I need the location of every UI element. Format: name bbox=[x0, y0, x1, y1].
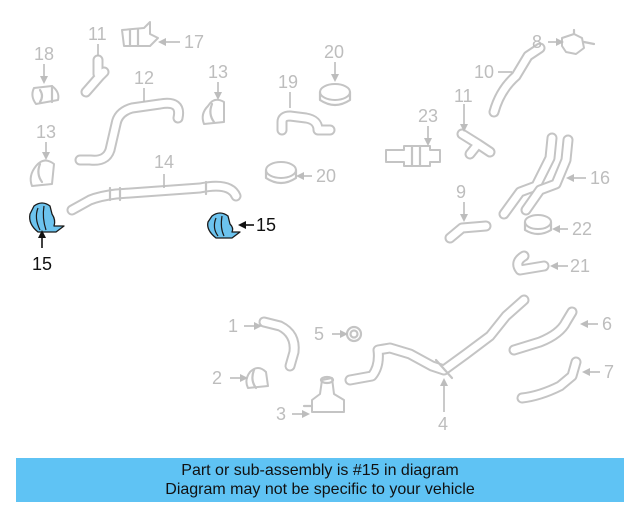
callout-18: 18 bbox=[34, 44, 54, 84]
callout-label: 4 bbox=[438, 414, 448, 434]
callout-2: 2 bbox=[212, 368, 248, 388]
callout-label: 12 bbox=[134, 68, 154, 88]
part-13-clamp-left[interactable] bbox=[29, 159, 55, 187]
part-16-pipes[interactable] bbox=[498, 132, 574, 220]
callout-label: 6 bbox=[602, 314, 612, 334]
callout-label: 17 bbox=[184, 32, 204, 52]
callout-10: 10 bbox=[474, 62, 512, 82]
part-2-clamp[interactable] bbox=[245, 367, 269, 390]
banner-line-1: Part or sub-assembly is #15 in diagram bbox=[181, 462, 459, 479]
callout-label: 13 bbox=[36, 122, 56, 142]
part-18-fitting[interactable] bbox=[31, 84, 60, 105]
callout-21: 21 bbox=[550, 256, 590, 276]
callout-11-left: 11 bbox=[88, 24, 107, 56]
callout-label: 16 bbox=[590, 168, 610, 188]
callout-7: 7 bbox=[582, 362, 614, 382]
callout-label: 10 bbox=[474, 62, 494, 82]
part-13-clamp-upper[interactable] bbox=[201, 98, 225, 125]
callout-label: 9 bbox=[456, 182, 466, 202]
callout-label: 7 bbox=[604, 362, 614, 382]
callout-label: 22 bbox=[572, 219, 592, 239]
callout-13-upper: 13 bbox=[208, 62, 228, 100]
callout-23: 23 bbox=[418, 106, 438, 146]
callout-label: 14 bbox=[154, 152, 174, 172]
callout-label: 19 bbox=[278, 72, 298, 92]
callout-11-right: 11 bbox=[454, 86, 473, 132]
callout-16: 16 bbox=[566, 168, 610, 188]
callout-label: 11 bbox=[88, 24, 107, 44]
part-19-hose[interactable] bbox=[276, 110, 336, 136]
part-6-hose[interactable] bbox=[508, 306, 578, 356]
part-15-clamp-mid[interactable] bbox=[207, 212, 241, 239]
callout-label: 20 bbox=[316, 166, 336, 186]
part-4-pipe-assembly[interactable] bbox=[344, 294, 530, 386]
part-21-hose[interactable] bbox=[512, 250, 550, 276]
callout-1: 1 bbox=[228, 316, 262, 336]
callout-4: 4 bbox=[438, 378, 448, 434]
part-11-tee[interactable] bbox=[80, 54, 110, 98]
info-banner: Part or sub-assembly is #15 in diagram D… bbox=[16, 458, 624, 502]
part-15-clamp-left[interactable] bbox=[29, 202, 65, 233]
callout-label: 23 bbox=[418, 106, 438, 126]
callout-5: 5 bbox=[314, 324, 348, 344]
part-20-clamp-lower[interactable] bbox=[264, 161, 298, 185]
part-23-valve[interactable] bbox=[385, 144, 441, 168]
callout-14: 14 bbox=[154, 152, 174, 188]
part-11-tee-right[interactable] bbox=[456, 128, 496, 160]
callout-label: 15 bbox=[32, 254, 52, 274]
part-8-valve[interactable] bbox=[561, 28, 596, 55]
callout-3: 3 bbox=[276, 404, 310, 424]
part-17-connector[interactable] bbox=[121, 21, 159, 48]
part-1-hose[interactable] bbox=[258, 316, 300, 372]
part-10-hose[interactable] bbox=[488, 42, 546, 118]
callout-label: 18 bbox=[34, 44, 54, 64]
callout-20-upper: 20 bbox=[324, 42, 344, 82]
callout-13-left: 13 bbox=[36, 122, 56, 160]
callout-label: 3 bbox=[276, 404, 286, 424]
callout-label: 15 bbox=[256, 215, 276, 235]
callout-label: 13 bbox=[208, 62, 228, 82]
callout-15-mid: 15 bbox=[238, 215, 276, 235]
callout-22: 22 bbox=[552, 219, 592, 239]
part-5-o-ring[interactable] bbox=[345, 325, 363, 343]
part-9-hose[interactable] bbox=[444, 220, 492, 244]
part-7-hose[interactable] bbox=[516, 356, 582, 404]
callout-20-lower: 20 bbox=[296, 166, 336, 186]
banner-line-2: Diagram may not be specific to your vehi… bbox=[165, 481, 475, 498]
callout-label: 5 bbox=[314, 324, 324, 344]
callout-label: 8 bbox=[532, 32, 542, 52]
parts-diagram: 18 11 17 12 13 bbox=[29, 21, 614, 434]
callout-6: 6 bbox=[580, 314, 612, 334]
callout-8: 8 bbox=[532, 32, 564, 52]
part-20-clamp-upper[interactable] bbox=[318, 83, 352, 107]
part-12-hose[interactable] bbox=[74, 97, 185, 166]
callout-label: 21 bbox=[570, 256, 590, 276]
part-22-clamp[interactable] bbox=[523, 214, 553, 236]
callout-17: 17 bbox=[158, 32, 204, 52]
callout-19: 19 bbox=[278, 72, 298, 108]
part-14-pipe[interactable] bbox=[66, 180, 242, 216]
callout-9: 9 bbox=[456, 182, 468, 222]
callout-label: 11 bbox=[454, 86, 473, 106]
callout-label: 2 bbox=[212, 368, 222, 388]
callout-15-left: 15 bbox=[32, 230, 52, 274]
callout-label: 20 bbox=[324, 42, 344, 62]
callout-12: 12 bbox=[134, 68, 154, 102]
part-3-housing[interactable] bbox=[302, 375, 345, 413]
callout-label: 1 bbox=[228, 316, 238, 336]
